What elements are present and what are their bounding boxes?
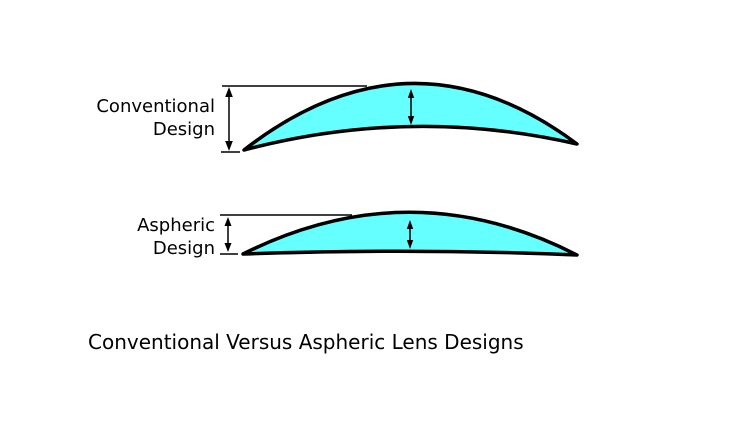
conventional-design-label: Conventional Design <box>96 95 215 141</box>
aspheric-design-label-line1: Aspheric <box>137 215 215 236</box>
aspheric-design-label: Aspheric Design <box>137 214 215 260</box>
conventional-lens-group <box>221 81 579 153</box>
conventional-design-label-line1: Conventional <box>96 96 215 117</box>
diagram-caption: Conventional Versus Aspheric Lens Design… <box>88 330 524 354</box>
conventional-design-label-line2: Design <box>152 119 215 140</box>
aspheric-design-label-line2: Design <box>152 238 215 259</box>
aspheric-lens-group <box>220 210 579 257</box>
conventional-thickness-arrow-icon <box>407 89 415 125</box>
conventional-height-arrow-icon <box>225 87 233 151</box>
aspheric-height-arrow-icon <box>224 217 232 252</box>
aspheric-thickness-arrow-icon <box>406 220 414 249</box>
